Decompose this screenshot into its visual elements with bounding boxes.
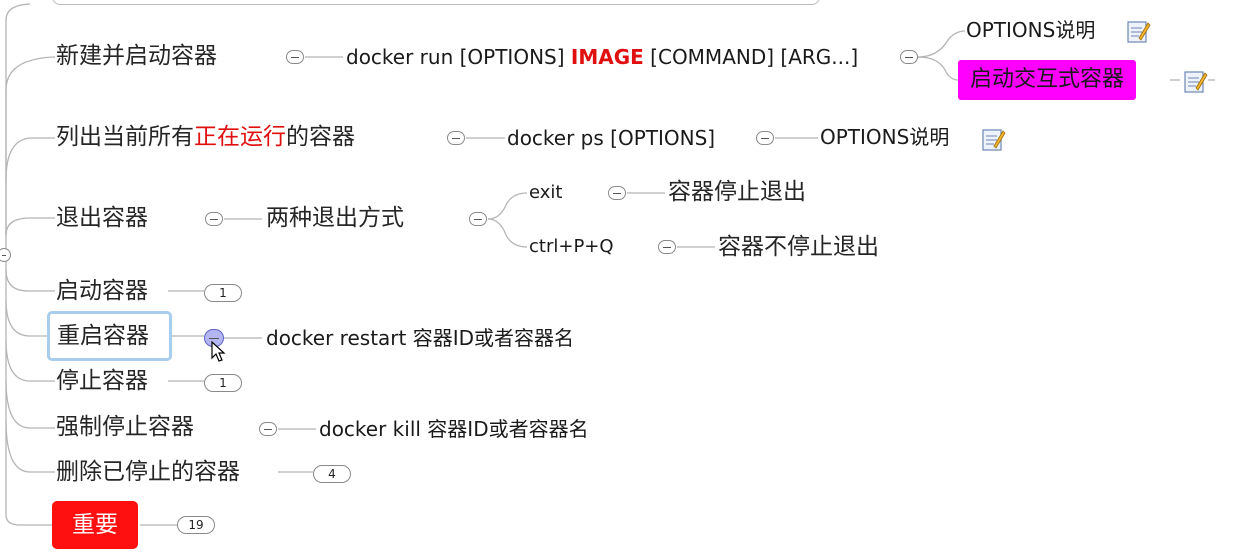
ps-command[interactable]: docker ps [OPTIONS] (507, 126, 716, 150)
restart-selection-frame (47, 311, 172, 361)
mouse-cursor-icon (211, 341, 226, 362)
start-count-badge[interactable]: 1 (204, 284, 242, 302)
topic-run-container[interactable]: 新建并启动容器 (56, 43, 217, 69)
note-icon[interactable] (980, 126, 1006, 152)
note-icon[interactable] (1125, 18, 1151, 44)
rm-count-badge[interactable]: 4 (313, 465, 351, 483)
interactive-container-node[interactable]: 启动交互式容器 (958, 60, 1137, 100)
collapsed-parent-node[interactable] (52, 0, 820, 5)
ps-options-note[interactable]: OPTIONS说明 (820, 125, 950, 149)
root-collapse-toggle[interactable] (0, 248, 11, 262)
important-count-badge[interactable]: 19 (177, 516, 215, 534)
topic-remove-stopped[interactable]: 删除已停止的容器 (56, 459, 240, 485)
run-options-note[interactable]: OPTIONS说明 (966, 18, 1096, 42)
ps-label-highlight: 正在运行 (194, 124, 286, 150)
exit-cmd-node[interactable]: exit (529, 182, 563, 203)
exit-desc-node[interactable]: 容器停止退出 (668, 179, 806, 205)
run-cmd-collapse-toggle[interactable] (900, 50, 918, 64)
ps-collapse-toggle[interactable] (447, 131, 465, 145)
topic-start-container[interactable]: 启动容器 (56, 278, 148, 304)
ps-label-b: 的容器 (286, 124, 355, 150)
topic-exit-container[interactable]: 退出容器 (56, 205, 148, 231)
exit-methods-node[interactable]: 两种退出方式 (266, 205, 404, 231)
restart-command[interactable]: docker restart 容器ID或者容器名 (266, 326, 575, 350)
run-cmd-prefix: docker run [OPTIONS] (346, 45, 571, 69)
run-collapse-toggle[interactable] (286, 50, 304, 64)
stop-count-badge[interactable]: 1 (204, 374, 242, 392)
ctrl-desc-node[interactable]: 容器不停止退出 (718, 234, 879, 260)
exit-methods-collapse-toggle[interactable] (469, 212, 487, 226)
topic-list-running[interactable]: 列出当前所有正在运行的容器 (56, 126, 355, 149)
kill-collapse-toggle[interactable] (259, 422, 277, 436)
topic-stop-container[interactable]: 停止容器 (56, 368, 148, 394)
topic-kill-container[interactable]: 强制停止容器 (56, 414, 194, 440)
run-cmd-suffix: [COMMAND] [ARG...] (643, 45, 859, 69)
exit-cmd-collapse-toggle[interactable] (608, 186, 626, 200)
ps-cmd-collapse-toggle[interactable] (756, 131, 774, 145)
run-command[interactable]: docker run [OPTIONS] IMAGE [COMMAND] [AR… (346, 47, 858, 67)
ps-label-a: 列出当前所有 (56, 124, 194, 150)
run-cmd-image: IMAGE (570, 45, 644, 69)
topic-restart-container[interactable]: 重启容器 (57, 323, 149, 349)
ctrl-cmd-node[interactable]: ctrl+P+Q (529, 236, 614, 257)
ctrl-cmd-collapse-toggle[interactable] (658, 240, 676, 254)
exit-collapse-toggle[interactable] (205, 212, 223, 226)
kill-command[interactable]: docker kill 容器ID或者容器名 (319, 417, 589, 441)
note-icon[interactable] (1182, 68, 1208, 94)
topic-important[interactable]: 重要 (52, 501, 138, 549)
